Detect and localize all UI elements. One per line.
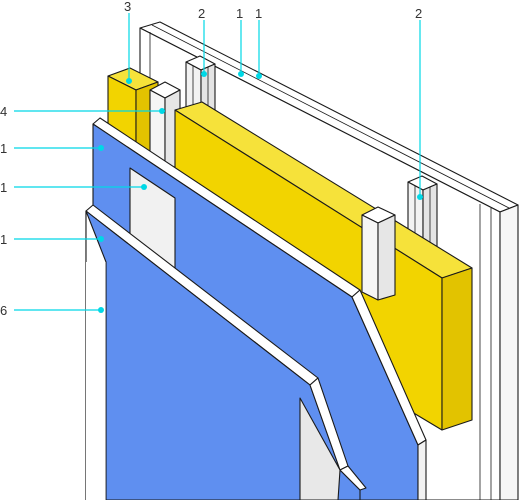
callout-left-1-a: 1 [0,141,7,156]
callout-top-2-left: 2 [198,6,205,21]
callout-top-3: 3 [124,0,131,14]
board-front [85,204,367,500]
callout-top-1-a: 1 [236,6,243,21]
callout-top-1-b: 1 [255,6,262,21]
callout-left-1-c: 1 [0,232,7,247]
callout-top-2-right: 2 [415,6,422,21]
callout-left-1-b: 1 [0,180,7,195]
stud-profile-front [149,81,181,171]
callout-left-4: 4 [0,104,7,119]
callout-labels: 3 2 1 1 2 4 1 1 1 6 [0,0,422,318]
stud-profile-right [361,206,396,301]
finish-panel [85,210,107,500]
callout-left-6: 6 [0,303,7,318]
callout-leaders [14,13,423,313]
